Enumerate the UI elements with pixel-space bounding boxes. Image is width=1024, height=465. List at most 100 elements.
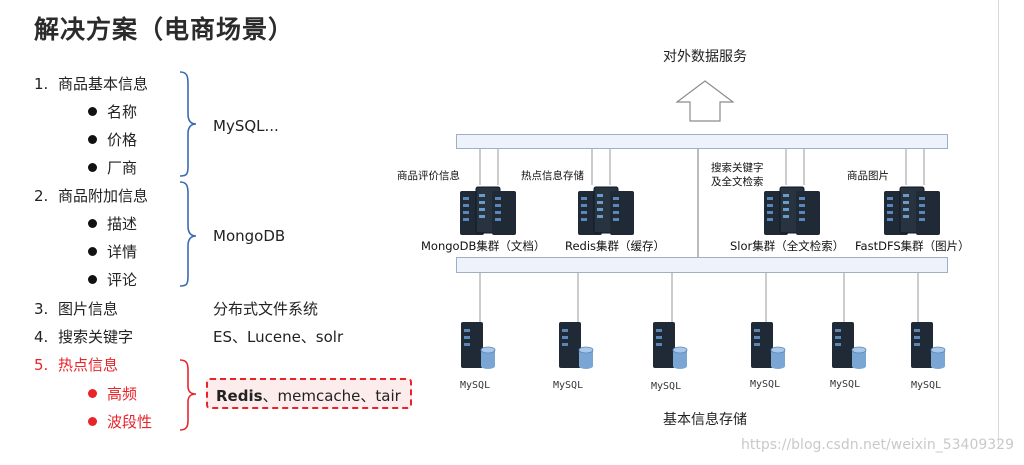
up-arrow-icon xyxy=(676,80,734,122)
list-item-3: 3. 图片信息 xyxy=(34,298,118,319)
bullet-icon xyxy=(88,417,97,426)
highlight-box xyxy=(206,378,412,409)
mysql-label: MySQL xyxy=(553,380,584,391)
item-label: 热点信息 xyxy=(58,356,119,374)
item-label: 搜索关键字 xyxy=(58,328,134,346)
tech-label-dfs: 分布式文件系统 xyxy=(213,300,319,318)
database-icon xyxy=(672,346,688,369)
tech-label-mongodb: MongoDB xyxy=(213,227,286,245)
diagram-bottom-label: 基本信息存储 xyxy=(663,412,747,428)
sub-item-label: 名称 xyxy=(107,103,138,121)
cluster-top-label: 及全文检索 xyxy=(711,176,764,188)
brace-1 xyxy=(179,71,197,177)
sub-item-label: 描述 xyxy=(107,215,138,233)
watermark: https://blog.csdn.net/weixin_53409329 xyxy=(740,437,1014,453)
bullet-icon xyxy=(88,163,97,172)
item-number: 5. xyxy=(34,356,49,374)
top-bus-bar xyxy=(456,134,948,149)
cluster-name: FastDFS集群（图片） xyxy=(855,239,970,253)
item-number: 4. xyxy=(34,328,49,346)
mysql-label: MySQL xyxy=(830,379,861,390)
list-item-5: 5. 热点信息 xyxy=(34,354,118,375)
mysql-label: MySQL xyxy=(460,380,491,391)
server-icon xyxy=(751,322,773,368)
server-icon xyxy=(796,191,820,235)
database-icon xyxy=(770,346,786,369)
upper-connectors xyxy=(479,149,925,257)
lower-connectors xyxy=(479,273,919,323)
server-cluster-icon xyxy=(578,186,634,235)
item-label: 商品基本信息 xyxy=(58,75,149,93)
cluster-name: Redis集群（缓存） xyxy=(565,239,666,253)
server-icon xyxy=(461,322,483,368)
bottom-bus-bar xyxy=(456,257,948,273)
sub-item: 厂商 xyxy=(88,157,137,178)
item-label: 商品附加信息 xyxy=(58,187,149,205)
bullet-icon xyxy=(88,135,97,144)
sub-item-label: 详情 xyxy=(107,243,138,261)
list-item-2: 2. 商品附加信息 xyxy=(34,185,148,206)
sub-item-label: 高频 xyxy=(107,385,138,403)
braces-graphic xyxy=(179,71,197,431)
item-number: 3. xyxy=(34,300,49,318)
tech-bold: Redis xyxy=(216,387,263,405)
sub-item: 高频 xyxy=(88,383,137,404)
cluster-name: Slor集群（全文检索） xyxy=(730,239,845,253)
sub-item: 描述 xyxy=(88,213,137,234)
tech-rest: 、memcache、tair xyxy=(262,387,401,405)
bullet-icon xyxy=(88,275,97,284)
server-cluster-icon xyxy=(460,186,516,235)
database-icon xyxy=(480,346,496,369)
brace-5 xyxy=(179,359,197,431)
server-icon xyxy=(492,191,516,235)
bullet-icon xyxy=(88,389,97,398)
mysql-label: MySQL xyxy=(911,380,942,391)
page-title: 解决方案（电商场景） xyxy=(34,15,295,44)
server-icon xyxy=(653,322,675,368)
server-cluster-icon xyxy=(764,186,820,235)
mysql-server-icon xyxy=(911,322,946,369)
item-label: 图片信息 xyxy=(58,300,119,318)
sub-item: 详情 xyxy=(88,241,137,262)
sub-item-label: 厂商 xyxy=(107,159,138,177)
mysql-server-icon xyxy=(461,322,496,369)
database-icon xyxy=(578,346,594,369)
database-icon xyxy=(930,346,946,369)
cluster-name: MongoDB集群（文档） xyxy=(421,239,546,253)
sub-item-label: 价格 xyxy=(107,131,138,149)
tech-label-mysql: MySQL... xyxy=(213,117,279,135)
cluster-top-label: 商品图片 xyxy=(847,170,889,182)
mysql-server-icon xyxy=(751,322,786,369)
diagram-top-label: 对外数据服务 xyxy=(663,49,747,65)
cluster-top-label: 搜索关键字 xyxy=(711,162,764,174)
server-cluster-icon xyxy=(884,186,940,235)
sub-item: 名称 xyxy=(88,101,137,122)
tech-label-cache: Redis、memcache、tair xyxy=(216,385,401,406)
mysql-server-icon xyxy=(653,322,688,369)
list-item-4: 4. 搜索关键字 xyxy=(34,326,133,347)
cluster-top-label: 热点信息存储 xyxy=(521,170,584,182)
brace-2 xyxy=(179,181,197,287)
mysql-label: MySQL xyxy=(750,379,781,390)
bullet-icon xyxy=(88,247,97,256)
mysql-server-icon xyxy=(832,322,867,369)
server-icon xyxy=(559,322,581,368)
right-divider xyxy=(998,0,999,445)
mysql-server-icon xyxy=(559,322,594,369)
sub-item: 波段性 xyxy=(88,411,152,432)
sub-item-label: 波段性 xyxy=(107,413,153,431)
bullet-icon xyxy=(88,219,97,228)
server-icon xyxy=(911,322,933,368)
list-item-1: 1. 商品基本信息 xyxy=(34,73,148,94)
sub-item: 评论 xyxy=(88,269,137,290)
sub-item: 价格 xyxy=(88,129,137,150)
server-icon xyxy=(916,191,940,235)
cluster-top-label: 商品评价信息 xyxy=(397,170,460,182)
sub-item-label: 评论 xyxy=(107,271,138,289)
server-icon xyxy=(832,322,854,368)
item-number: 1. xyxy=(34,75,49,93)
tech-label-search: ES、Lucene、solr xyxy=(213,328,344,346)
mysql-label: MySQL xyxy=(651,381,682,392)
database-icon xyxy=(851,346,867,369)
item-number: 2. xyxy=(34,187,49,205)
